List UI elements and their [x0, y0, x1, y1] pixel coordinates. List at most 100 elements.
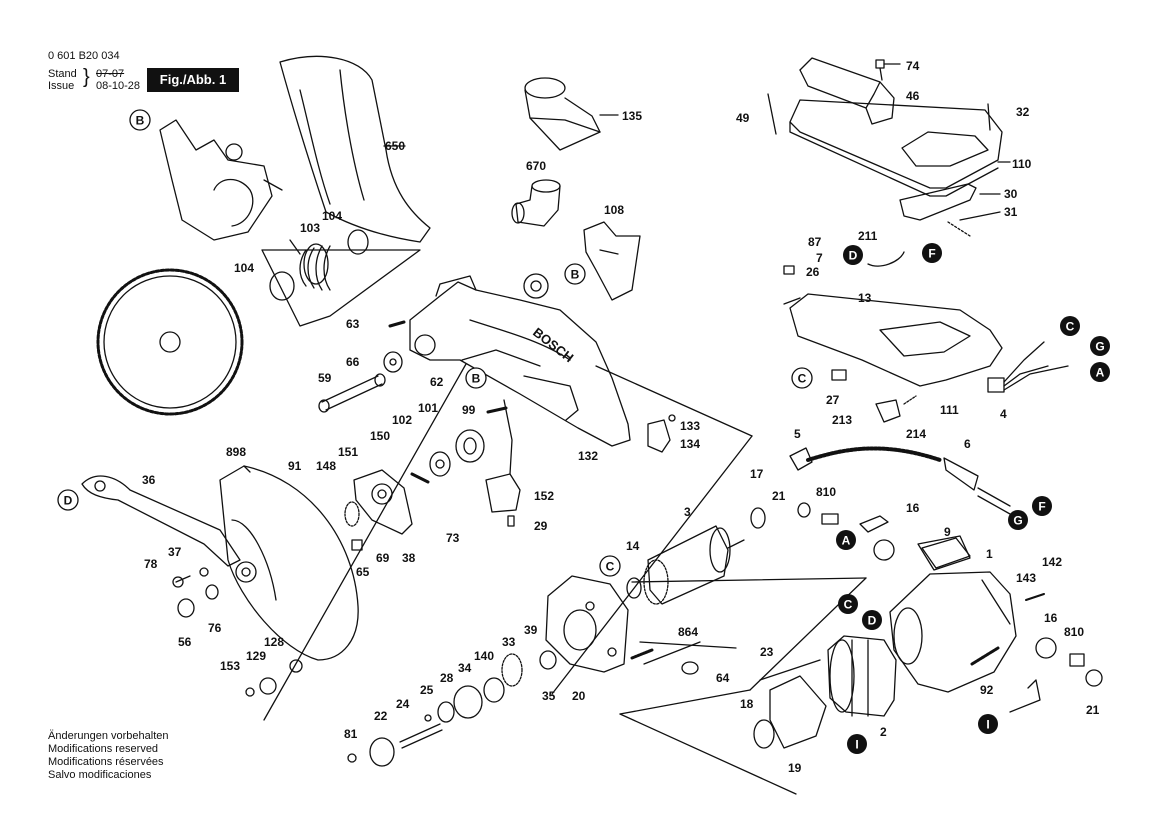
part-label-23: 23 [760, 645, 774, 659]
svg-text:I: I [986, 718, 989, 732]
part-label-22: 22 [374, 709, 388, 723]
part-label-151: 151 [338, 445, 358, 459]
note-fr: Modifications réservées [48, 756, 164, 768]
pin-drawing [318, 373, 386, 413]
part-label-129: 129 [246, 649, 266, 663]
figure-label: Fig./Abb. 1 [147, 68, 239, 92]
svg-text:B: B [571, 268, 580, 282]
svg-text:D: D [849, 249, 858, 263]
part-label-111: 111 [940, 403, 959, 417]
part-label-34: 34 [458, 661, 472, 675]
part-label-31: 31 [1004, 205, 1018, 219]
bracket-152-drawing [485, 399, 521, 527]
part-label-132: 132 [578, 449, 598, 463]
part-label-148: 148 [316, 459, 336, 473]
part-label-26: 26 [806, 265, 820, 279]
part-label-211: 211 [858, 229, 878, 243]
part-label-104-left: 104 [234, 261, 254, 275]
part-label-133: 133 [680, 419, 700, 433]
svg-text:F: F [928, 247, 935, 261]
part-label-63: 63 [346, 317, 360, 331]
upper-bracket-drawing [159, 119, 283, 241]
new-date: 08-10-28 [96, 80, 141, 92]
callout-c-bracket: C [791, 367, 813, 389]
part-label-92: 92 [980, 683, 994, 697]
fasteners-left-drawing [172, 567, 303, 697]
callout-b-right: B [564, 263, 586, 285]
dust-bag-drawing [279, 55, 431, 243]
callout-d-stator: D [862, 610, 882, 630]
part-label-62: 62 [430, 375, 444, 389]
part-label-87: 87 [808, 235, 822, 249]
part-label-73: 73 [446, 531, 460, 545]
bottom-bracket-drawing [783, 265, 1003, 423]
part-label-650: 650 [385, 139, 405, 153]
washer-66-drawing [383, 320, 406, 373]
part-label-19: 19 [788, 761, 802, 775]
callout-c-cable: C [1060, 316, 1080, 336]
issue-label: Issue [48, 80, 75, 92]
svg-text:G: G [1095, 340, 1104, 354]
part-label-16-right: 16 [1044, 611, 1058, 625]
svg-text:B: B [136, 114, 145, 128]
part-label-49: 49 [736, 111, 750, 125]
part-label-36: 36 [142, 473, 156, 487]
note-de: Änderungen vorbehalten [48, 730, 169, 742]
part-label-69: 69 [376, 551, 390, 565]
flange-parts-drawing [410, 429, 485, 484]
part-label-24: 24 [396, 697, 410, 711]
part-label-4: 4 [1000, 407, 1007, 421]
part-label-91: 91 [288, 459, 302, 473]
part-label-110: 110 [1012, 157, 1032, 171]
part-label-27: 27 [826, 393, 840, 407]
callout-i-right: I [978, 714, 998, 734]
svg-text:C: C [798, 372, 807, 386]
part-label-17: 17 [750, 467, 764, 481]
document-number: 0 601 B20 034 [48, 50, 120, 62]
part-label-9: 9 [944, 525, 951, 539]
part-label-30: 30 [1004, 187, 1018, 201]
power-cable-drawing [789, 251, 1069, 515]
adapter-drawing [511, 179, 561, 227]
blade-guard-housing-drawing [263, 275, 753, 721]
part-label-21-top: 21 [772, 489, 786, 503]
part-label-6: 6 [964, 437, 971, 451]
part-108-drawing [583, 221, 641, 301]
part-label-3: 3 [684, 505, 691, 519]
bearings-drawing [626, 502, 811, 599]
svg-text:D: D [64, 494, 73, 508]
part-label-56: 56 [178, 635, 192, 649]
part-label-1: 1 [986, 547, 993, 561]
part-label-101: 101 [418, 401, 438, 415]
part-label-25: 25 [420, 683, 434, 697]
stator-drawing [827, 635, 897, 717]
part-label-99: 99 [462, 403, 476, 417]
part-label-150: 150 [370, 429, 390, 443]
callout-c-stator: C [838, 594, 858, 614]
brace: } [83, 66, 90, 88]
callout-f-plug: F [1032, 496, 1052, 516]
note-en: Modifications reserved [48, 743, 159, 755]
part-label-78: 78 [144, 557, 158, 571]
callout-a-cable: A [1090, 362, 1110, 382]
part-label-74: 74 [906, 59, 920, 73]
gear-housing-drawing [545, 575, 629, 673]
base-plate-drawing [767, 93, 1011, 197]
brush-right-drawing [1025, 593, 1103, 687]
callout-a-brush: A [836, 530, 856, 550]
part-label-76: 76 [208, 621, 222, 635]
part-label-153: 153 [220, 659, 240, 673]
part-label-37: 37 [168, 545, 182, 559]
part-label-104-top: 104 [322, 209, 342, 223]
spring-assembly-drawing [261, 229, 421, 327]
part-label-102: 102 [392, 413, 412, 427]
part-label-32: 32 [1016, 105, 1030, 119]
part-label-213: 213 [832, 413, 852, 427]
note-es: Salvo modificaciones [48, 769, 152, 781]
part-label-142: 142 [1042, 555, 1062, 569]
part-label-108: 108 [604, 203, 624, 217]
part-label-33: 33 [502, 635, 516, 649]
part-label-59: 59 [318, 371, 332, 385]
